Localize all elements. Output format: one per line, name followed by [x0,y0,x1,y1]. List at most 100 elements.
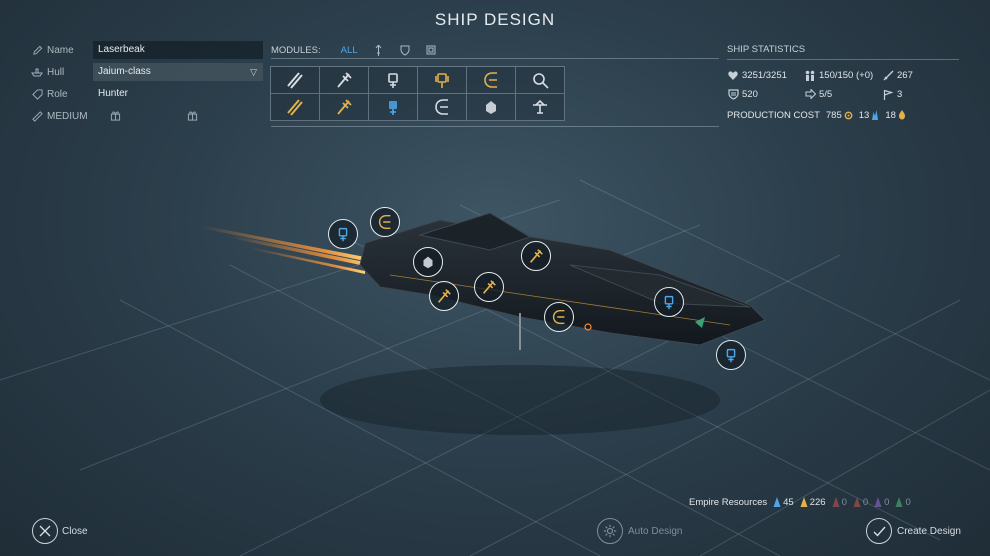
module-slot[interactable] [516,67,565,94]
close-icon [39,525,51,537]
empire-resource-antimatter: 0 [832,497,847,508]
drone-bay-icon [530,97,550,117]
stat-crew: 150/150 (+0) [804,69,873,81]
auto-design-button[interactable] [597,518,623,544]
modules-header: MODULES: ALL [271,42,436,58]
modules-label: MODULES: [271,44,321,56]
engine-exhaust [200,225,370,274]
stat-hull-points: 3251/3251 [727,69,787,81]
close-label[interactable]: Close [62,526,88,537]
close-button[interactable] [32,518,58,544]
modules-divider [271,58,719,59]
hull-icon [30,65,44,79]
hardpoint-slot[interactable] [429,281,459,311]
industry-icon [844,111,853,120]
hardpoint-slot[interactable] [328,219,358,249]
flak-cannon-icon [334,70,354,90]
module-grid [270,66,565,121]
size-row: MEDIUM [30,107,95,125]
gift-icon[interactable] [109,109,121,121]
role-row: Role [30,85,95,103]
create-design-label[interactable]: Create Design [897,526,961,537]
gear-icon [603,524,617,538]
module-slot[interactable] [467,94,516,121]
heavy-shield-icon [432,70,452,90]
size-label: MEDIUM [47,110,88,122]
twin-missile-icon [285,70,305,90]
titanium-icon [773,497,781,507]
blue-shield-icon [383,97,403,117]
ship-name-input[interactable]: Laserbeak [93,41,263,59]
hardpoint-slot[interactable] [370,207,400,237]
hyperium-icon [853,497,861,507]
auto-design-label[interactable]: Auto Design [628,526,683,537]
stats-heading: SHIP STATISTICS [727,44,806,55]
module-slot[interactable] [467,67,516,94]
hull-select[interactable]: Jaium-class ▽ [93,63,263,81]
empire-resource-adamantian: 0 [895,497,911,508]
support-filter-icon[interactable] [426,45,436,55]
module-slot[interactable] [369,67,418,94]
create-design-button[interactable] [866,518,892,544]
weapon-filter-icon[interactable] [374,44,384,56]
page-title: SHIP DESIGN [434,10,556,29]
empire-resource-industry: 226 [800,497,826,508]
module-slot[interactable] [369,94,418,121]
weapon-module-icon [435,287,453,305]
hull-row: Hull [30,63,95,81]
empire-resource-titanium: 45 [773,497,794,508]
module-slot[interactable] [418,94,467,121]
hardpoint-slot[interactable] [654,287,684,317]
modules-divider [271,126,719,127]
pencil-icon [30,43,44,57]
module-slot[interactable] [271,94,320,121]
heart-icon [727,69,739,81]
module-slot[interactable] [320,67,369,94]
name-row: Name [30,41,95,59]
hardpoint-slot[interactable] [716,340,746,370]
stat-flags: 3 [882,88,902,100]
weapon-module-icon [419,253,437,271]
stat-movement: 5/5 [804,88,832,100]
hardpoint-slot[interactable] [413,247,443,277]
hull-label: Hull [47,66,65,78]
role-label: Role [47,88,68,100]
stat-armor: 520 [727,88,758,100]
laser-icon [481,70,501,90]
sword-icon [882,69,894,81]
chevron-down-icon: ▽ [250,67,257,77]
production-cost-label: PRODUCTION COST [727,109,820,121]
cost-hyperium-value: 18 [885,109,896,121]
module-slot[interactable] [516,94,565,121]
gold-missile-icon [285,97,305,117]
checkmark-icon [873,526,886,537]
weapon-module-icon [480,278,498,296]
gift-icon[interactable] [186,109,198,121]
tag-icon [30,87,44,101]
gold-flak-icon [334,97,354,117]
defense-filter-icon[interactable] [400,45,410,56]
stat-attack: 267 [882,69,913,81]
hardpoint-slot[interactable] [521,241,551,271]
empire-resource-orichalcum: 0 [874,497,889,508]
shield-module-icon [334,225,352,243]
industry-icon [800,497,808,507]
weapon-module-icon [376,213,394,231]
cost-industry-value: 785 [825,109,842,121]
module-slot[interactable] [320,94,369,121]
titanium-icon [871,110,879,120]
ruler-icon [30,109,44,123]
repair-module-icon [481,97,501,117]
hardpoint-slot[interactable] [474,272,504,302]
filter-all-tab[interactable]: ALL [340,44,358,56]
shield-module-icon [722,346,740,364]
movement-arrow-icon [804,88,816,100]
shield-generator-icon [383,70,403,90]
crew-icon [804,69,816,81]
adamantian-icon [895,497,903,507]
module-slot[interactable] [271,67,320,94]
stats-divider [727,59,959,60]
hardpoint-slot[interactable] [544,302,574,332]
module-slot[interactable] [418,67,467,94]
